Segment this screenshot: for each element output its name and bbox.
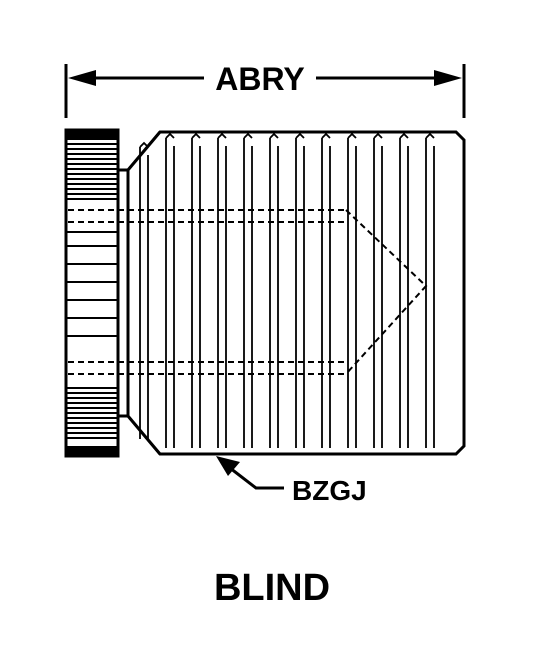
thread-groove-cap [399, 132, 409, 139]
thread-groove-cap [321, 132, 331, 139]
thread-groove-cap [269, 132, 279, 139]
thread-groove-cap [165, 132, 175, 139]
thread-groove-cap [347, 132, 357, 139]
thread-groove-cap [295, 132, 305, 139]
thread-groove-cap [217, 132, 227, 139]
thread-groove-cap [243, 132, 253, 139]
callout-label: BZGJ [292, 475, 367, 506]
thread-lines [139, 132, 435, 448]
knurl-lines [66, 143, 118, 439]
dimension-arrow-right [434, 70, 462, 86]
threaded-body [126, 130, 466, 456]
caption: BLIND [214, 567, 330, 609]
hidden-bore [68, 209, 428, 375]
thread-groove-cap [191, 132, 201, 139]
hidden-bore-tip [345, 209, 428, 375]
callout-leader [229, 466, 284, 490]
thread-groove-cap [373, 132, 383, 139]
callout-arrowhead [216, 456, 240, 476]
head-top-band [66, 130, 118, 140]
dimension-label: ABRY [215, 61, 304, 97]
head-bottom-band [66, 446, 118, 456]
knurled-head [64, 128, 120, 458]
thread-groove-cap [425, 132, 435, 139]
thread-groove-cap [139, 141, 149, 148]
dimension-line [64, 64, 466, 118]
dimension-arrow-left [68, 70, 96, 86]
